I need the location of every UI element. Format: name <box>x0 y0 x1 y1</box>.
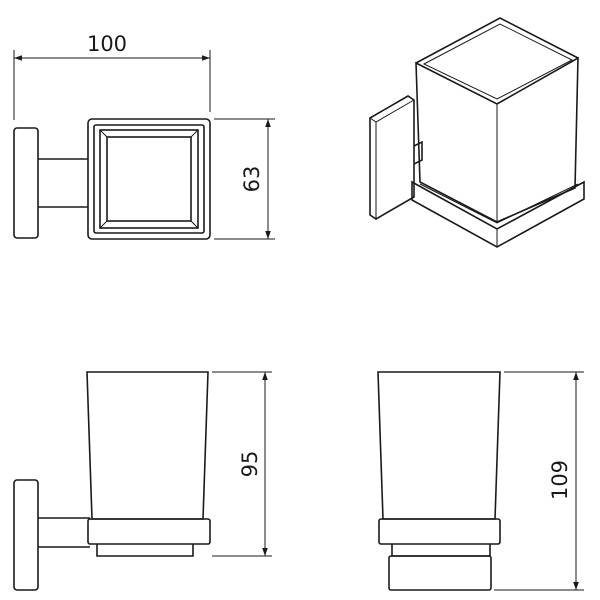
dim-63-label: 63 <box>240 166 264 193</box>
side-holder-ring <box>87 518 211 545</box>
dim-100-label: 100 <box>87 32 127 56</box>
side-wall-flange <box>13 479 39 591</box>
top-wall-flange <box>13 127 39 239</box>
side-view: 95 <box>13 371 272 591</box>
side-holder-bottom <box>96 544 194 557</box>
iso-view <box>369 17 585 248</box>
front-view: 109 <box>377 371 584 591</box>
top-view: 100 63 <box>13 32 275 240</box>
dim-109-label: 109 <box>548 460 572 500</box>
top-cup-rim <box>99 129 199 229</box>
top-cup-corner-lines <box>99 129 199 229</box>
front-wall-flange <box>388 555 492 591</box>
top-arm <box>38 158 88 208</box>
front-holder-bottom <box>391 544 491 557</box>
iso-holder-ring <box>419 183 579 247</box>
side-arm <box>38 517 90 548</box>
side-cup-body <box>86 371 209 520</box>
top-holder-inner <box>93 124 205 234</box>
dim-95-label: 95 <box>238 451 262 478</box>
front-holder-ring <box>378 518 501 545</box>
iso-wall-flange <box>369 95 415 220</box>
iso-flange-edge <box>369 99 415 219</box>
iso-cup-rim <box>415 17 579 64</box>
iso-cup-inner-rim <box>422 23 574 100</box>
front-cup-body <box>377 371 501 520</box>
top-holder-outer <box>87 118 211 240</box>
top-cup-bottom <box>106 136 192 222</box>
